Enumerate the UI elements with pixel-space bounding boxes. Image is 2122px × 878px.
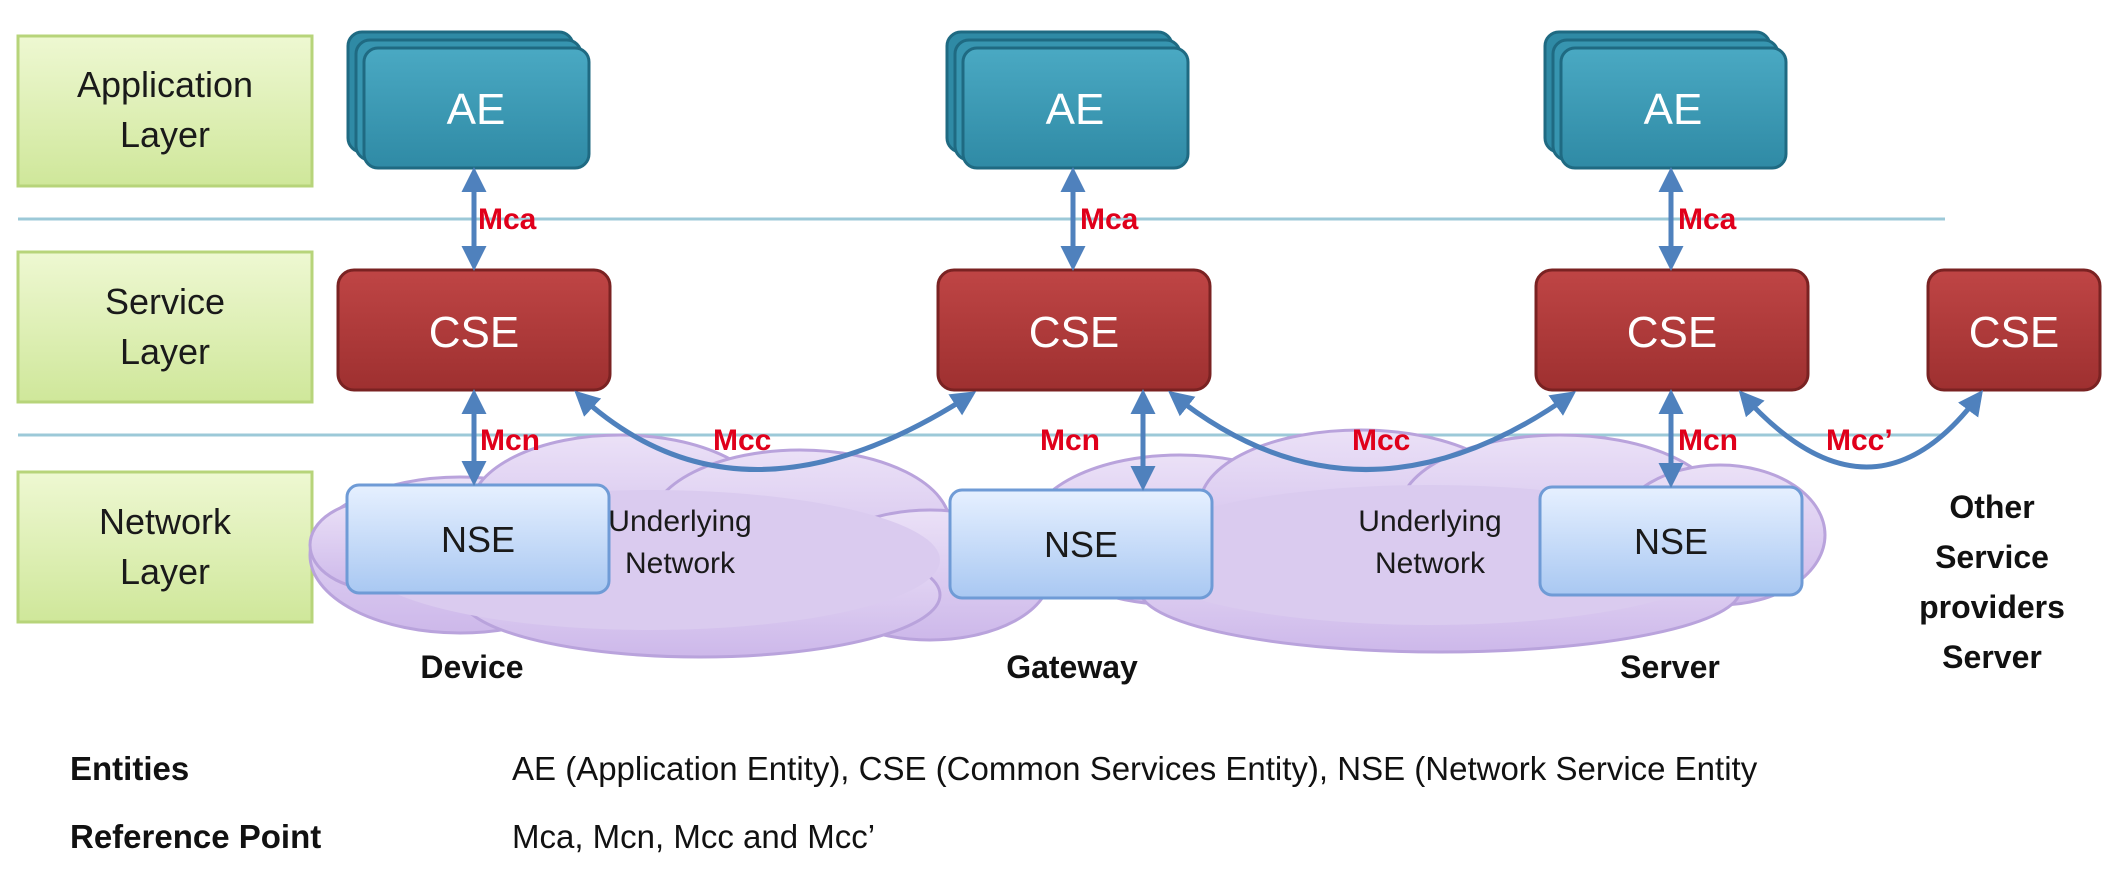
mcn-label-device: Mcn <box>480 424 540 457</box>
legend-entities-value: AE (Application Entity), CSE (Common Ser… <box>512 750 1758 787</box>
ae-device: AE <box>346 30 591 170</box>
service-layer-text-1: Service <box>105 281 225 322</box>
mcc-label-left: Mcc <box>713 424 771 457</box>
application-layer-text-2: Layer <box>120 114 210 155</box>
network-layer-label: Network Layer <box>16 470 314 624</box>
mcc-prime-arrow-server-other <box>1738 389 1983 470</box>
nse-device-label: NSE <box>441 519 515 560</box>
legend-reference-key: Reference Point <box>70 818 322 855</box>
ae-device-label: AE <box>447 85 506 134</box>
other-provider-label-2: Service <box>1935 539 2049 575</box>
cse-device-label: CSE <box>429 308 519 357</box>
cse-other-provider: CSE <box>1926 268 2102 392</box>
application-layer-text-1: Application <box>77 64 253 105</box>
mcc-arrow-device-gateway <box>574 390 977 472</box>
device-label: Device <box>420 649 523 685</box>
nse-device: NSE <box>345 483 611 595</box>
mca-label-gateway: Mca <box>1080 203 1139 236</box>
cse-server: CSE <box>1534 268 1810 392</box>
mcc-label-right: Mcc <box>1352 424 1410 457</box>
underlying-network-text-left-1: Underlying <box>608 505 751 538</box>
nse-gateway: NSE <box>948 488 1214 600</box>
application-layer-label: Application Layer <box>16 34 314 188</box>
underlying-network-text-right-1: Underlying <box>1358 505 1501 538</box>
gateway-label: Gateway <box>1006 649 1138 685</box>
mcn-label-gateway: Mcn <box>1040 424 1100 457</box>
mcc-prime-label: Mcc’ <box>1826 424 1893 457</box>
legend-reference-value: Mca, Mcn, Mcc and Mcc’ <box>512 818 876 855</box>
mca-label-device: Mca <box>478 203 537 236</box>
network-layer-text-1: Network <box>99 501 232 542</box>
cse-gateway-label: CSE <box>1029 308 1119 357</box>
mcc-arrow-gateway-server <box>1168 390 1577 472</box>
cse-device: CSE <box>336 268 612 392</box>
other-provider-label-1: Other <box>1949 489 2034 525</box>
cse-gateway: CSE <box>936 268 1212 392</box>
ae-gateway: AE <box>945 30 1190 170</box>
underlying-network-text-left-2: Network <box>625 547 736 580</box>
mca-label-server: Mca <box>1678 203 1737 236</box>
ae-gateway-label: AE <box>1046 85 1105 134</box>
service-layer-label: Service Layer <box>16 250 314 404</box>
server-label: Server <box>1620 649 1720 685</box>
nse-gateway-label: NSE <box>1044 524 1118 565</box>
other-provider-label-3: providers <box>1919 589 2065 625</box>
legend-entities-key: Entities <box>70 750 190 787</box>
mcn-label-server: Mcn <box>1678 424 1738 457</box>
service-layer-text-2: Layer <box>120 331 210 372</box>
nse-server-label: NSE <box>1634 521 1708 562</box>
other-provider-label-4: Server <box>1942 639 2042 675</box>
ae-server-label: AE <box>1644 85 1703 134</box>
ae-server: AE <box>1543 30 1788 170</box>
cse-other-label: CSE <box>1969 308 2059 357</box>
network-layer-text-2: Layer <box>120 551 210 592</box>
cse-server-label: CSE <box>1627 308 1717 357</box>
underlying-network-text-right-2: Network <box>1375 547 1486 580</box>
nse-server: NSE <box>1538 485 1804 597</box>
